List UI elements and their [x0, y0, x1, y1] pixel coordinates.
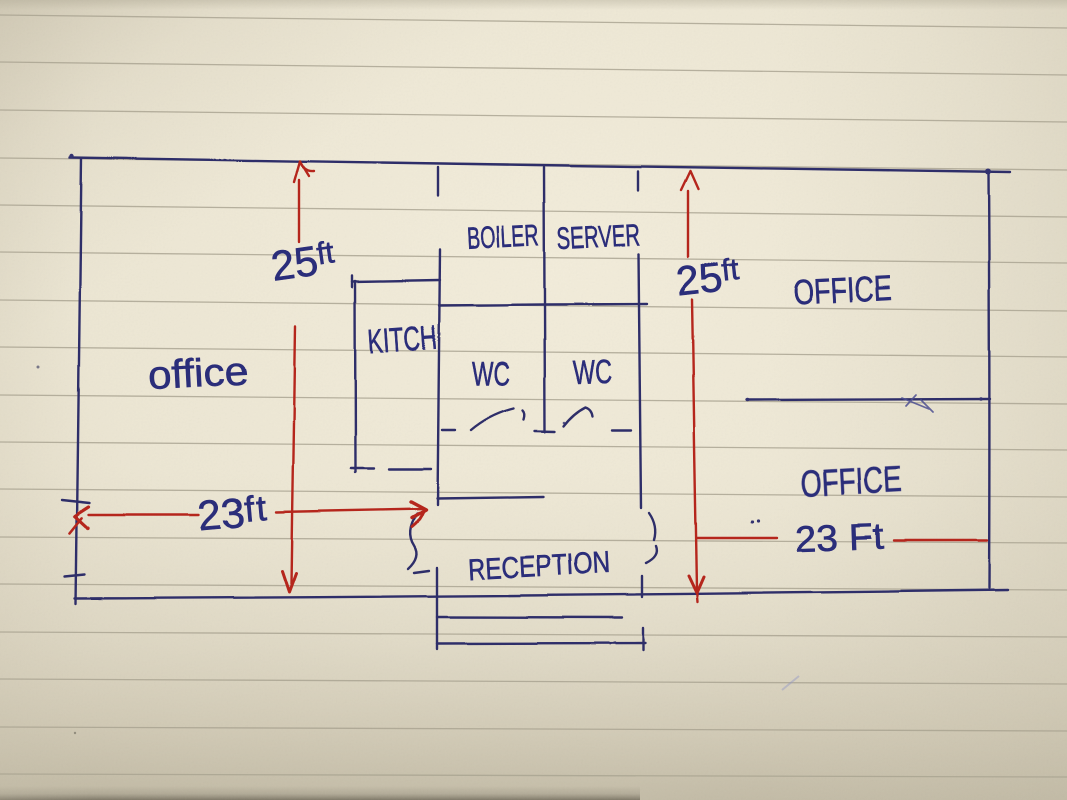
svg-text:office: office [147, 349, 249, 398]
svg-text:SERVER: SERVER [556, 217, 641, 256]
svg-text:KITCH: KITCH [367, 319, 438, 362]
svg-text:BOILER: BOILER [466, 219, 540, 256]
svg-text:23ft: 23ft [196, 486, 271, 539]
svg-text:OFFICE: OFFICE [799, 458, 903, 504]
svg-text:OFFICE: OFFICE [792, 268, 893, 312]
svg-text:RECEPTION: RECEPTION [467, 546, 611, 586]
svg-text:23 Ft: 23 Ft [794, 515, 885, 559]
svg-text:WC: WC [472, 355, 510, 392]
svg-text:WC: WC [572, 352, 612, 390]
